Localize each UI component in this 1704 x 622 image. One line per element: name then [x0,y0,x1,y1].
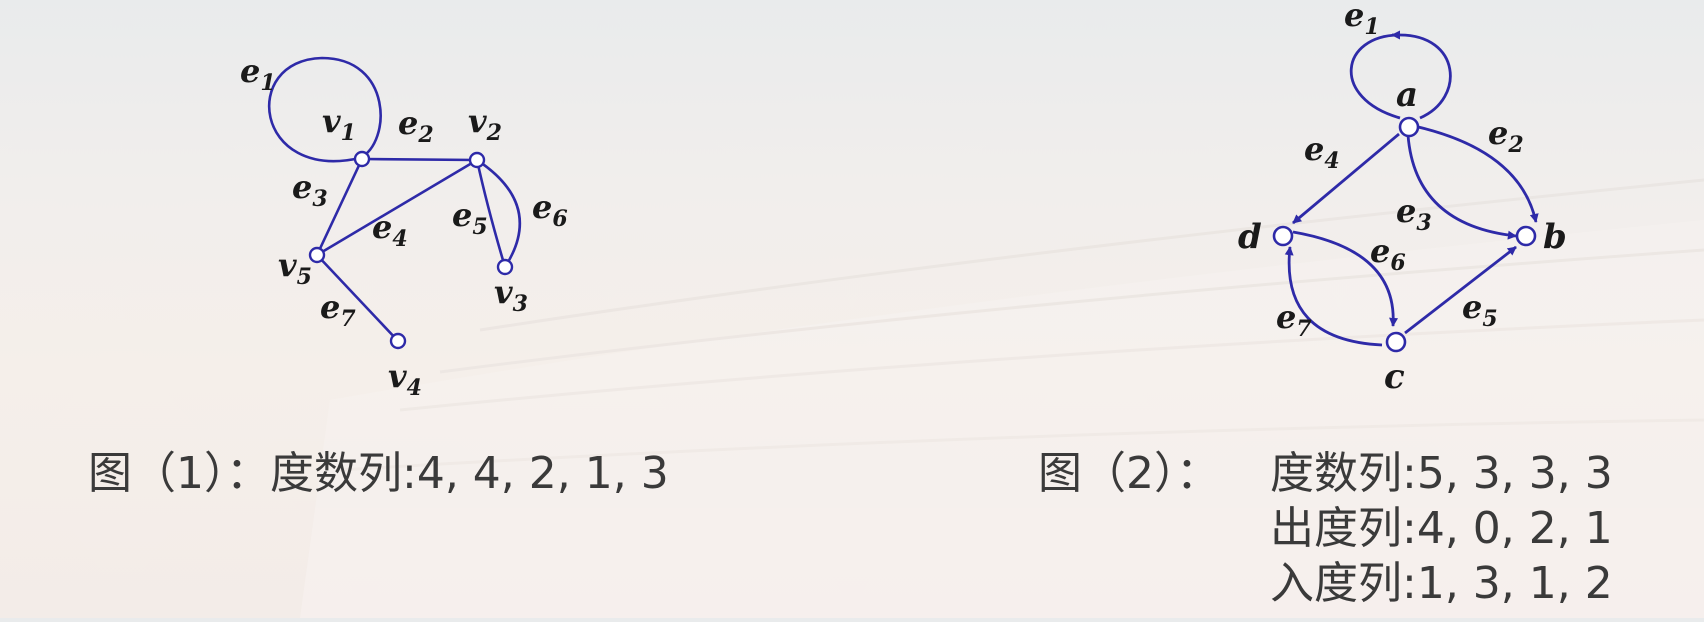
graph1-vertex-v1 [353,150,371,168]
graph1-label-e1: e1 [240,52,276,96]
caption-fig2-degree-label: 度数列 [1270,448,1402,499]
caption-fig2-prefix: 图（2）： [1038,448,1220,499]
graph1-label-v4: v4 [388,357,422,401]
graph1-label-v3: v3 [494,273,528,317]
graph2-vertex-d [1272,225,1294,247]
graph1-vertex-v5 [308,246,326,264]
graph2-label-e1: e1 [1344,0,1380,40]
graph2-label-d: d [1238,217,1262,257]
graph2-edge-e2 [1413,124,1539,223]
graph1-label-e6: e6 [532,188,568,232]
graph1-label-e7: e7 [320,288,356,332]
graph2-edge-e4 [1292,132,1400,225]
graph1-edge-e1 [267,56,382,163]
caption-fig2-outdegree-values: :4, 0, 2, 1 [1402,503,1613,554]
graph2-label-e3: e3 [1396,192,1432,236]
graph1-label-e4: e4 [372,208,408,252]
caption-fig1-label: 度数列 [270,448,402,499]
caption-fig2-indegree-values: :1, 3, 1, 2 [1402,558,1613,609]
graph2-vertices [1272,116,1537,353]
graph1-label-e5: e5 [452,196,488,240]
graph1 [267,56,521,342]
graph2-vertex-c [1385,331,1407,353]
graph2-label-e4: e4 [1304,130,1340,174]
graph1-vertices [308,150,514,350]
graph1-label-v5: v5 [278,246,312,290]
graph1-edge-e5 [475,159,507,268]
graph1-label-e2: e2 [398,104,434,148]
caption-fig2-indegree-row: 入度列:1, 3, 1, 2 [1270,560,1613,608]
graph2-vertex-b [1515,225,1537,247]
graph2 [1284,30,1539,347]
graph2-edge-e6 [1292,230,1399,327]
caption-fig2-outdegree-row: 出度列:4, 0, 2, 1 [1270,505,1613,553]
graph2-label-e2: e2 [1488,114,1524,158]
graph2-label-e7: e7 [1276,298,1312,342]
caption-fig2-degree-values: :5, 3, 3, 3 [1402,448,1613,499]
caption-fig1-prefix: 图（1）： [88,448,270,499]
caption-fig2-indegree-label: 入度列 [1270,558,1402,609]
graph2-label-c: c [1384,357,1405,397]
graph1-edge-e4 [316,158,478,257]
graph1-label-v2: v2 [468,102,502,146]
graph1-vertex-v4 [389,332,407,350]
caption-fig1: 图（1）：度数列:4, 4, 2, 1, 3 [88,450,669,498]
graph1-edge-e3 [315,158,364,256]
graph1-label-v1: v1 [322,102,356,146]
graph2-labels: a b c d e1 e2 e3 e4 e5 e6 e7 [1238,0,1567,397]
graph1-vertex-v3 [496,258,514,276]
caption-fig2-outdegree-label: 出度列 [1270,503,1402,554]
graph2-label-a: a [1396,75,1418,115]
graph2-label-e6: e6 [1370,232,1406,276]
graph1-edge-e6 [476,158,521,268]
book-background [300,178,1704,618]
graph2-edge-e5 [1404,245,1517,335]
graph1-edge-e2 [361,157,478,162]
graph2-edge-e7 [1284,246,1383,347]
graph2-edge-e3 [1406,134,1517,240]
graph1-edge-e7 [316,254,399,342]
caption-fig1-values: :4, 4, 2, 1, 3 [402,448,669,499]
graph1-vertex-v2 [468,151,486,169]
graph1-labels: v1 v2 v3 v4 v5 e1 e2 e3 e4 e5 e6 e7 [240,52,568,401]
caption-fig2-degree-row: 度数列:5, 3, 3, 3 [1270,450,1613,498]
graph2-label-e5: e5 [1462,288,1498,332]
graph2-label-b: b [1543,217,1567,257]
graph2-vertex-a [1398,116,1420,138]
graph1-label-e3: e3 [292,168,328,212]
